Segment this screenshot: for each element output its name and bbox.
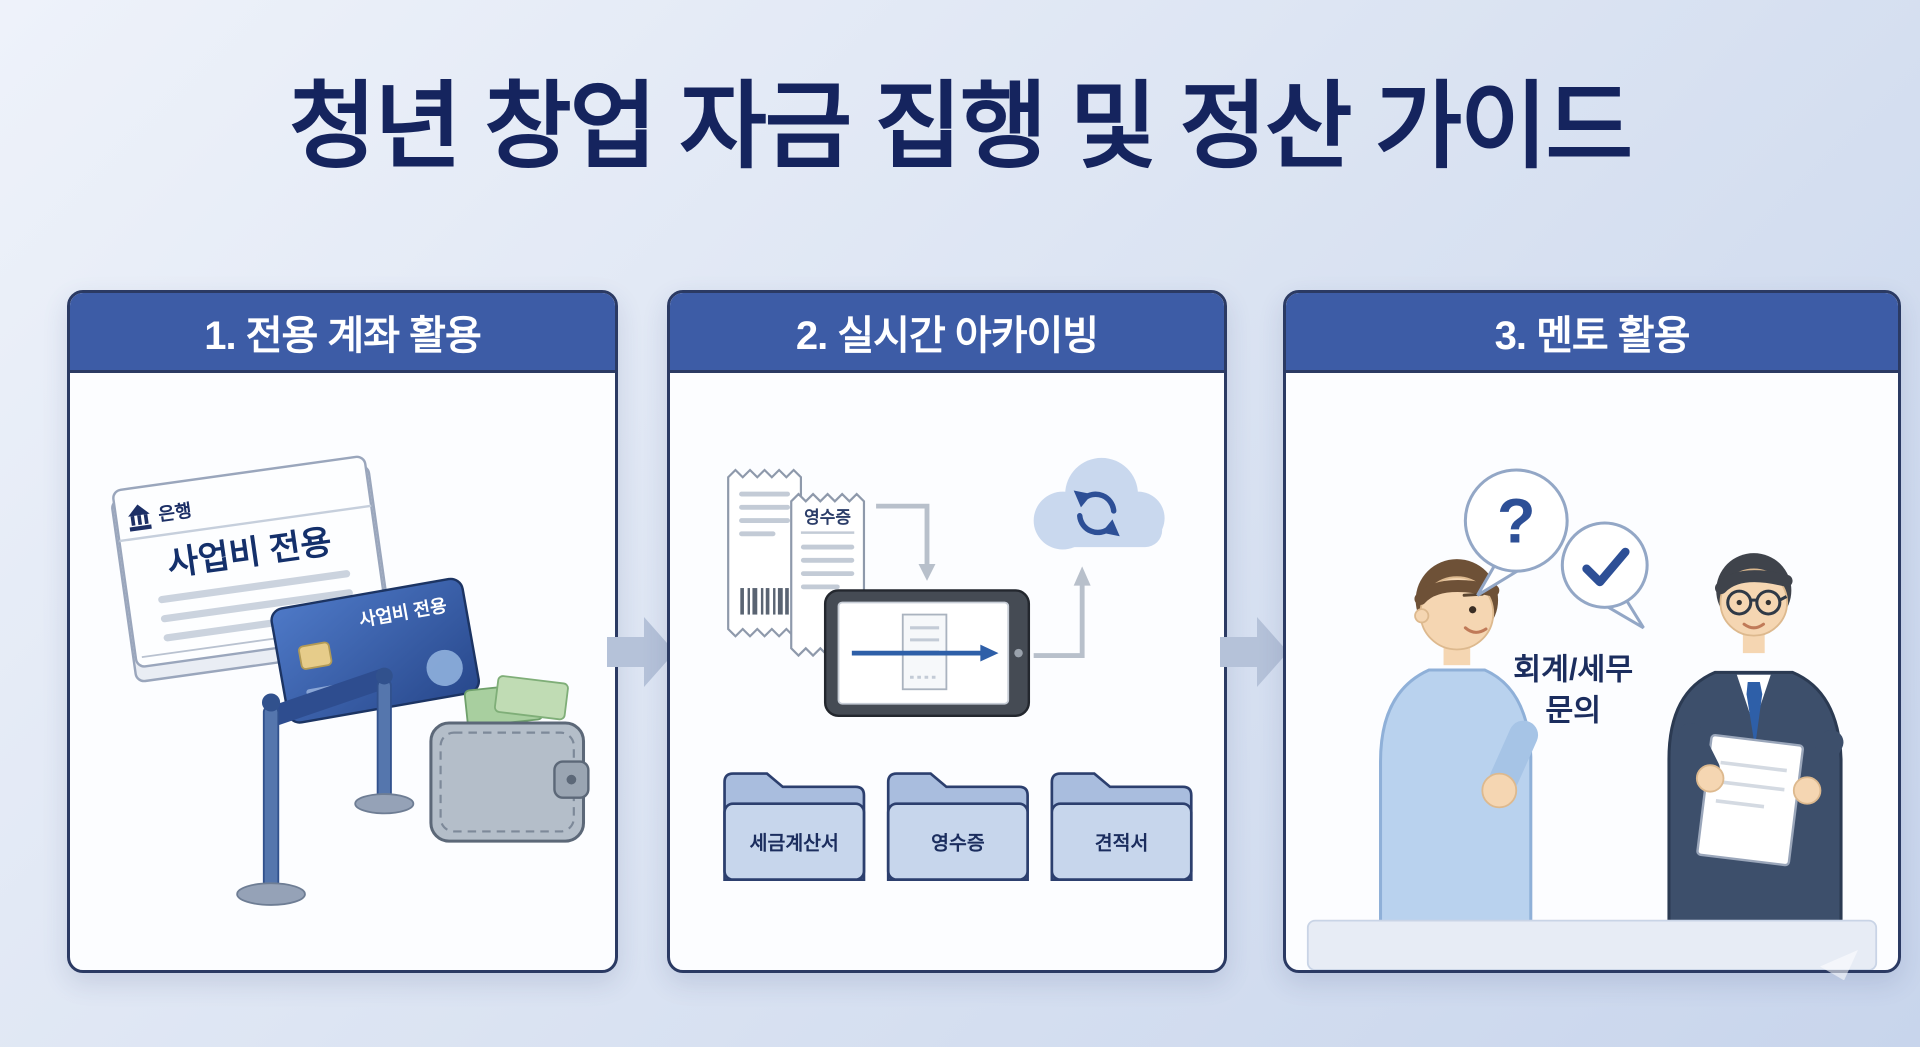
connector-receipt-to-tablet: [876, 503, 936, 581]
folder-tax-invoice: 세금계산서: [723, 772, 866, 881]
connector-tablet-to-cloud: [1033, 566, 1091, 658]
card-chip: [298, 641, 333, 670]
panel-mentor-illustration: 회계/세무 문의 ?: [1286, 376, 1898, 970]
mentor-right-hand: [1792, 776, 1822, 805]
money-icon: [463, 675, 569, 728]
panel-realtime-archiving-header: 2. 실시간 아카이빙: [670, 293, 1224, 373]
folder-receipt-label: 영수증: [931, 833, 985, 855]
credit-card-icon: 사업비 전용: [270, 577, 481, 724]
tablet-camera: [1014, 648, 1023, 658]
panel-realtime-archiving: 2. 실시간 아카이빙: [667, 290, 1227, 973]
cloud-sync-icon: [1033, 457, 1165, 550]
panel-dedicated-account-header: 1. 전용 계좌 활용: [70, 293, 615, 373]
panel-dedicated-account-illustration: 은행 사업비 전용 사업비 전용: [70, 376, 615, 970]
wallet-icon: [429, 675, 590, 843]
question-mark: ?: [1497, 486, 1536, 556]
scan-arrow-icon: [851, 644, 999, 662]
panel-realtime-archiving-illustration: 영수증: [670, 376, 1224, 970]
receipt-icon: [727, 468, 803, 638]
document-paper: [1696, 733, 1805, 867]
inquiry-label-line1: 회계/세무: [1513, 653, 1633, 687]
receipt-label: 영수증: [804, 508, 851, 527]
check-bubble-icon: [1560, 521, 1649, 630]
mentor: [1667, 553, 1844, 970]
bank-icon: [128, 504, 152, 532]
watermark-arrow-icon: [1820, 950, 1858, 981]
young-entrepreneur: [1379, 559, 1539, 970]
panel-dedicated-account-title: 1. 전용 계좌 활용: [204, 313, 481, 358]
flow-arrow-2-icon: [1220, 614, 1290, 690]
panel-mentor-title: 3. 멘토 활용: [1494, 313, 1691, 358]
tablet-icon: [823, 589, 1031, 717]
panel-realtime-archiving-title: 2. 실시간 아카이빙: [795, 313, 1099, 358]
mentor-face: [1719, 568, 1789, 637]
folder-receipt: 영수증: [886, 772, 1029, 881]
flow-arrow-1-icon: [607, 614, 677, 690]
entrepreneur-hand: [1481, 772, 1518, 809]
panel-mentor-header: 3. 멘토 활용: [1286, 293, 1898, 373]
desk: [1306, 919, 1878, 970]
folder-tax-invoice-label: 세금계산서: [750, 833, 839, 855]
folder-quotation: 견적서: [1050, 772, 1193, 881]
mentor-tie: [1746, 682, 1763, 748]
folder-quotation-label: 견적서: [1095, 833, 1149, 855]
question-bubble-icon: ?: [1463, 468, 1569, 597]
inquiry-label-line2: 문의: [1545, 694, 1601, 728]
mentor-left-hand: [1695, 764, 1725, 793]
page-title: 청년 창업 자금 집행 및 정산 가이드: [289, 74, 1633, 180]
barcode: [740, 588, 789, 615]
bank-label: 은행: [157, 500, 193, 524]
panel-mentor: 3. 멘토 활용: [1283, 290, 1901, 973]
barrier-icon: [236, 667, 415, 906]
glasses-icon: [1726, 589, 1788, 616]
panel-dedicated-account: 1. 전용 계좌 활용: [67, 290, 618, 973]
check-icon: [1582, 547, 1630, 587]
